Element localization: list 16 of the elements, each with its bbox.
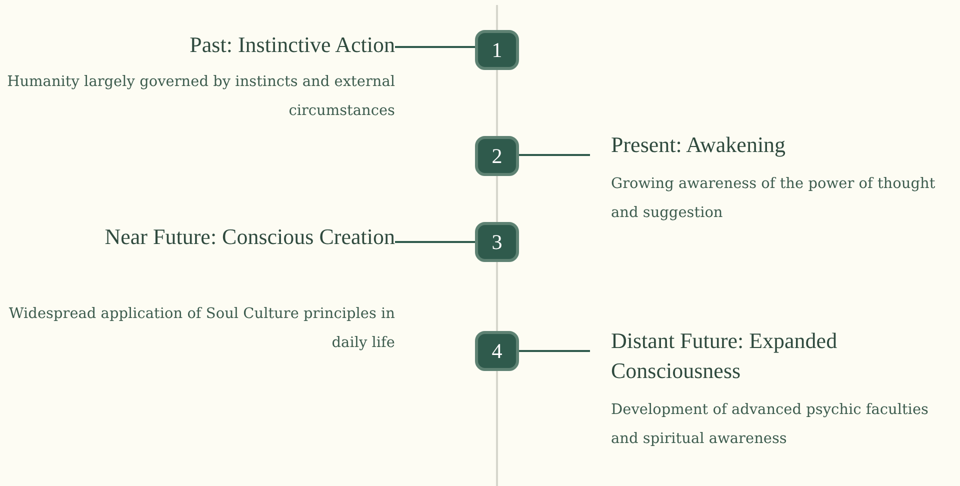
number-badge: 4 — [475, 331, 519, 371]
milestone-title: Near Future: Conscious Creation — [104, 223, 395, 251]
milestone-title: Distant Future: Expanded Consciousness — [611, 327, 838, 385]
number-badge: 3 — [475, 222, 519, 262]
milestone-title: Past: Instinctive Action — [188, 31, 395, 59]
connector-line — [519, 350, 590, 352]
milestone-description: Humanity largely governed by instincts and external circumstances — [6, 73, 395, 121]
connector-line — [519, 154, 590, 156]
milestone-title: Present: Awakening — [611, 131, 787, 159]
number-badge: 1 — [475, 30, 519, 70]
milestone-description: Growing awareness of the power of thought and suggestion — [611, 175, 936, 223]
connector-line — [395, 46, 475, 48]
connector-line — [395, 241, 475, 243]
milestone-description: Widespread application of Soul Culture principles in daily life — [8, 305, 395, 353]
number-badge: 2 — [475, 136, 519, 176]
milestone-description: Development of advanced psychic faculties and spiritual awareness — [611, 401, 930, 449]
